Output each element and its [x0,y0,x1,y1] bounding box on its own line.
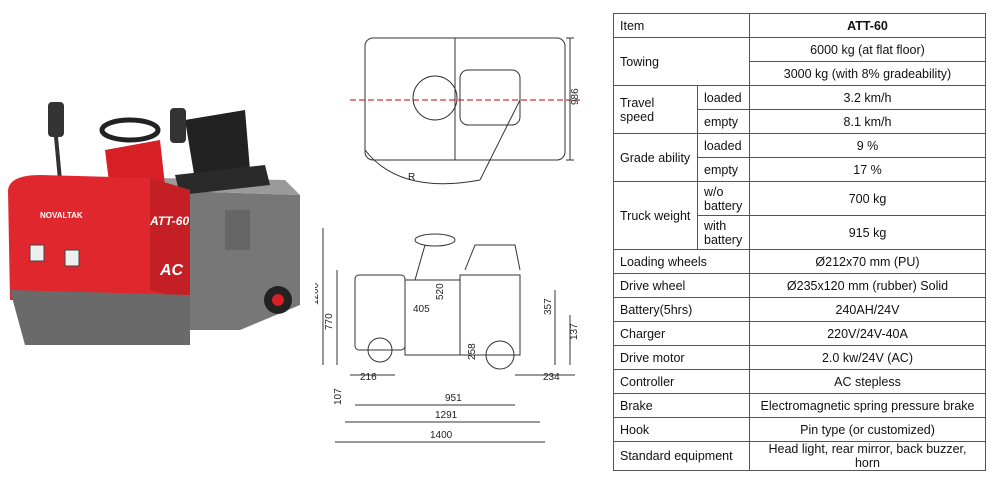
tow-tractor-photo: NOVALTAK ATT-60 AC [8,102,300,345]
dim-357: 357 [543,298,554,315]
travel-empty-label: empty [697,109,750,134]
dim-258: 258 [467,343,478,360]
spec-value: 2.0 kw/24V (AC) [749,345,986,370]
spec-value: AC stepless [749,369,986,394]
spec-value: Ø212x70 mm (PU) [749,249,986,274]
spec-value: Head light, rear mirror, back buzzer, ho… [749,441,986,471]
dim-1200: 1200 [315,282,321,305]
spec-value: Electromagnetic spring pressure brake [749,393,986,418]
dim-107: 107 [333,388,344,405]
truck-weight-label: Truck weight [613,181,698,250]
towing-grade: 3000 kg (with 8% gradeability) [749,61,986,86]
spec-label: Brake [613,393,750,418]
grade-ability-label: Grade ability [613,133,698,182]
model-text: ATT-60 [149,214,189,228]
travel-loaded-value: 3.2 km/h [749,85,986,110]
travel-speed-label: Travel speed [613,85,698,134]
grade-empty-value: 17 % [749,157,986,182]
spec-label: Drive wheel [613,273,750,298]
grade-loaded-value: 9 % [749,133,986,158]
travel-empty-value: 8.1 km/h [749,109,986,134]
weight-wo-label: w/o battery [697,181,750,216]
weight-with-value: 915 kg [749,215,986,250]
spec-label: Controller [613,369,750,394]
table-row: empty 8.1 km/h [614,109,986,134]
spec-label: Drive motor [613,345,750,370]
table-row: 3000 kg (with 8% gradeability) [614,61,986,86]
table-row: Grade ability loaded 9 % [613,133,986,182]
table-row: Truck weight w/o battery 700 kg [613,181,986,250]
spec-value: 240AH/24V [749,297,986,322]
model-header: ATT-60 [749,13,986,38]
dim-216: 216 [360,372,377,383]
dim-137: 137 [569,323,580,340]
side-view-drawing: 1200 770 520 405 357 137 258 216 234 107… [315,228,580,443]
spec-value: Pin type (or customized) [749,417,986,442]
dim-520: 520 [435,283,446,300]
grade-loaded-label: loaded [697,133,750,158]
dim-234: 234 [543,372,560,383]
dim-1291: 1291 [435,410,458,421]
spec-label: Charger [613,321,750,346]
spec-label: Battery(5hrs) [613,297,750,322]
spec-table: Item ATT-60 Towing 6000 kg (at flat floo… [613,13,986,471]
table-row: Battery(5hrs)240AH/24V [613,297,986,322]
spec-label: Hook [613,417,750,442]
table-row: Item ATT-60 [613,13,986,38]
ac-badge: AC [159,262,184,279]
spec-value: Ø235x120 mm (rubber) Solid [749,273,986,298]
spec-value: 220V/24V-40A [749,321,986,346]
table-row: with battery 915 kg [614,215,986,250]
dim-951: 951 [445,393,462,404]
top-view-drawing: R 986 [350,37,581,185]
dim-770: 770 [324,313,335,330]
brand-text: NOVALTAK [40,211,83,220]
table-row: Travel speed loaded 3.2 km/h [613,85,986,134]
item-header: Item [613,13,750,38]
radius-label: R [408,172,415,183]
towing-label: Towing [613,37,750,86]
weight-with-label: with battery [697,215,750,250]
table-row: Towing 6000 kg (at flat floor) [613,37,986,86]
dim-405: 405 [413,304,430,315]
towing-flat: 6000 kg (at flat floor) [749,37,986,62]
spec-label: Loading wheels [613,249,750,274]
dim-1400: 1400 [430,430,453,441]
travel-loaded-label: loaded [697,85,750,110]
grade-empty-label: empty [697,157,750,182]
width-dim: 986 [570,88,581,105]
weight-wo-value: 700 kg [749,181,986,216]
table-row: empty 17 % [614,157,986,182]
spec-label: Standard equipment [613,441,750,471]
